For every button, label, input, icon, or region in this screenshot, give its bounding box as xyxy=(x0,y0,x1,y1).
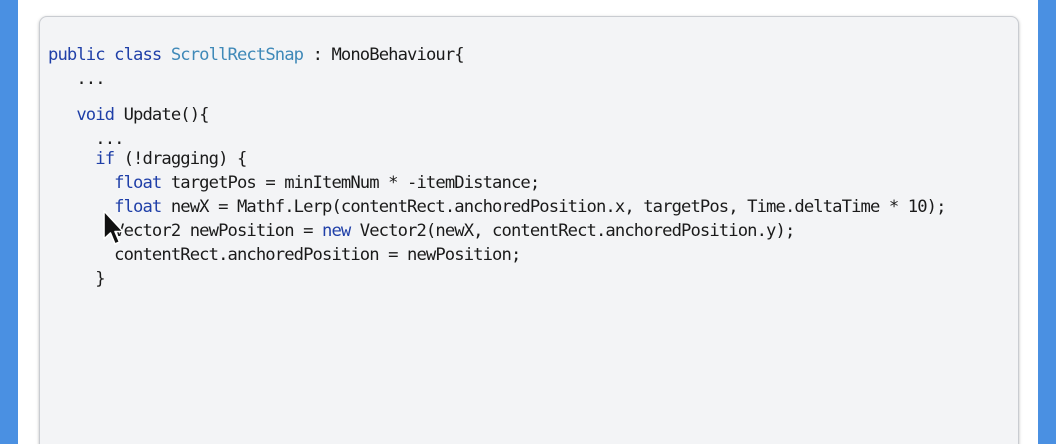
update-method-rest: Update(){ xyxy=(114,105,210,125)
keyword-class: class xyxy=(114,45,162,65)
code-line-update-method: void Update(){ xyxy=(48,103,946,127)
code-line-class-declaration: public class ScrollRectSnap : MonoBehavi… xyxy=(48,43,946,67)
mouse-pointer-icon xyxy=(103,210,124,245)
code-line-ellipsis-2: ... xyxy=(48,127,946,149)
code-line-new-position: Vector2 newPosition = new Vector2(newX, … xyxy=(48,219,946,243)
close-brace: } xyxy=(95,269,105,289)
keyword-float: float xyxy=(114,197,162,217)
code-line-ellipsis-1: ... xyxy=(48,67,946,89)
keyword-float: float xyxy=(114,173,162,193)
keyword-if: if xyxy=(95,149,115,169)
code-line-assign-position: contentRect.anchoredPosition = newPositi… xyxy=(48,243,946,267)
keyword-public: public xyxy=(48,45,106,65)
class-declaration-rest: : MonoBehaviour{ xyxy=(303,45,465,65)
keyword-new: new xyxy=(322,221,351,241)
code-line-target-pos: float targetPos = minItemNum * -itemDist… xyxy=(48,171,946,195)
code-block: public class ScrollRectSnap : MonoBehavi… xyxy=(39,16,1019,444)
new-position-declaration: Vector2 newPosition = xyxy=(114,221,322,241)
target-pos-statement: targetPos = minItemNum * -itemDistance; xyxy=(161,173,540,193)
assign-position-statement: contentRect.anchoredPosition = newPositi… xyxy=(114,245,521,265)
new-position-rest: Vector2(newX, contentRect.anchoredPositi… xyxy=(350,221,796,241)
class-name: ScrollRectSnap xyxy=(170,45,304,65)
new-x-statement: newX = Mathf.Lerp(contentRect.anchoredPo… xyxy=(161,197,947,217)
code-line-blank xyxy=(48,87,946,103)
code-text: public class ScrollRectSnap : MonoBehavi… xyxy=(48,43,946,291)
code-line-new-x: float newX = Mathf.Lerp(contentRect.anch… xyxy=(48,195,946,219)
if-condition: (!dragging) { xyxy=(114,149,248,169)
keyword-void: void xyxy=(76,105,115,125)
code-line-close-brace: } xyxy=(48,267,946,291)
ellipsis-text: ... xyxy=(95,129,124,149)
code-line-if: if (!dragging) { xyxy=(48,147,946,171)
ellipsis-text: ... xyxy=(76,69,105,89)
